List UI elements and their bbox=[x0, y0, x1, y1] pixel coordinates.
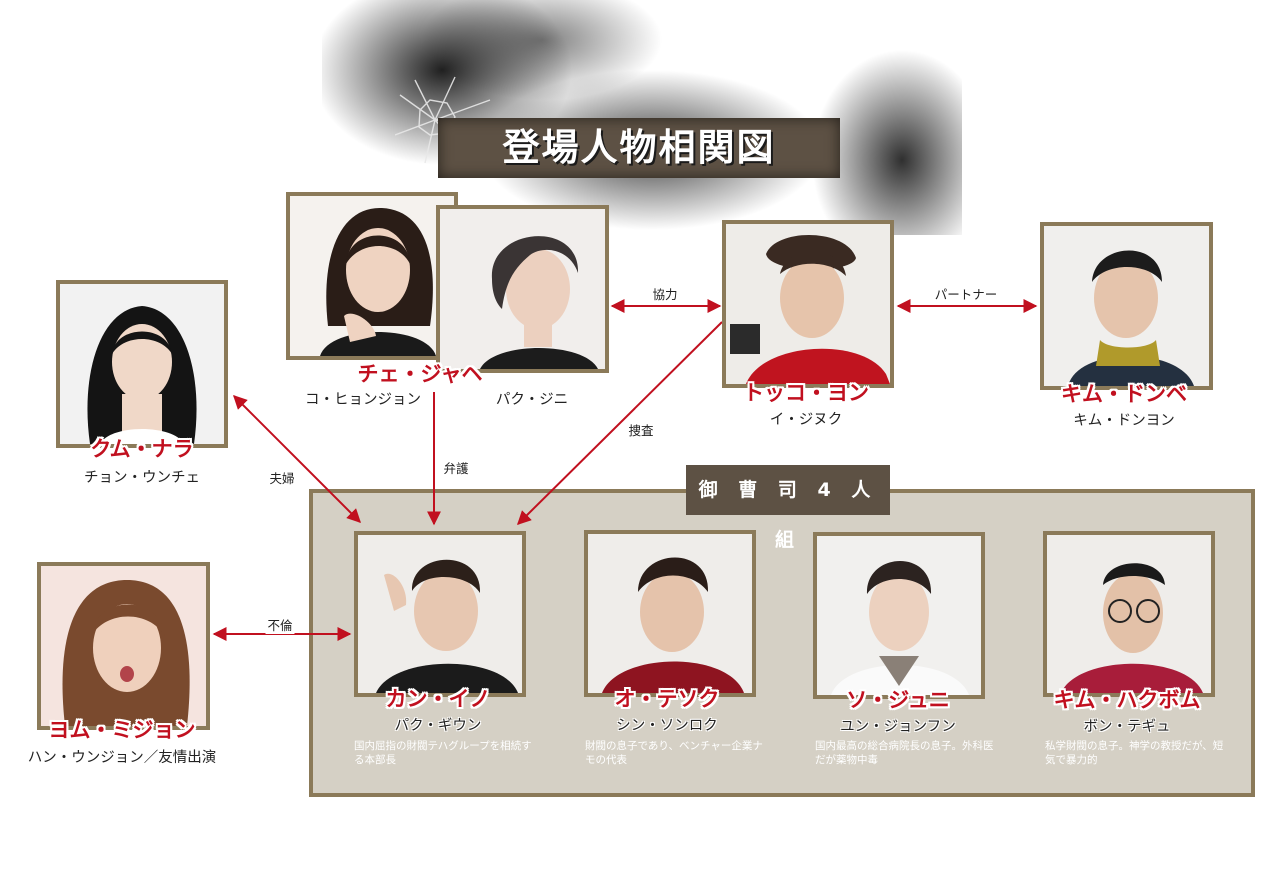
desc-so-juni: 国内最高の総合病院長の息子。外科医だが薬物中毒 bbox=[815, 740, 994, 766]
relation-label-kyoryoku: 協力 bbox=[650, 284, 680, 303]
portrait-kan-ino bbox=[354, 531, 526, 697]
actor-yom-mijon: ハン・ウンジョン／友情出演 bbox=[27, 750, 217, 766]
portrait-kim-hakbom bbox=[1043, 531, 1215, 697]
name-kim-donbe: キム・ドンベ bbox=[1061, 382, 1187, 406]
title-banner bbox=[438, 118, 840, 178]
group-label: 御 曹 司 4 人 組 bbox=[686, 465, 890, 551]
arrow-sosa bbox=[517, 321, 723, 525]
name-tokko-yong: トッコ・ヨン bbox=[743, 381, 869, 405]
actor-o-tesok: シン・ソンロク bbox=[616, 718, 718, 734]
actor-kum-nara: チョン・ウンチェ bbox=[84, 470, 200, 486]
portrait-choi-jahe-ko bbox=[286, 192, 458, 360]
desc-o-tesok: 財閥の息子であり、ベンチャー企業ナモの代表 bbox=[585, 740, 763, 766]
portrait-choi-jahe-park bbox=[436, 205, 609, 373]
page-title: 登場人物相関図 bbox=[502, 126, 776, 169]
portrait-o-tesok bbox=[584, 530, 756, 697]
actor-tokko-yong: イ・ジヌク bbox=[769, 412, 843, 428]
portrait-yom-mijon bbox=[37, 562, 210, 730]
actor-kan-ino: パク・ギウン bbox=[394, 718, 482, 734]
name-o-tesok: オ・テソク bbox=[614, 687, 720, 711]
portrait-tokko-yong bbox=[722, 220, 894, 388]
portrait-so-juni bbox=[813, 532, 985, 699]
name-kim-hakbom: キム・ハクボム bbox=[1053, 688, 1201, 712]
relation-label-partner: パートナー bbox=[932, 284, 1000, 303]
actor-kim-donbe: キム・ドンヨン bbox=[1073, 413, 1175, 429]
actor-choi-jahe-right: パク・ジニ bbox=[495, 392, 569, 408]
relation-label-fufu: 夫婦 bbox=[267, 468, 297, 487]
relation-label-bengo: 弁護 bbox=[441, 458, 471, 477]
actor-choi-jahe-left: コ・ヒョンジョン bbox=[305, 392, 421, 408]
arrow-fufu bbox=[233, 395, 361, 523]
relation-label-sosa: 捜査 bbox=[626, 420, 656, 439]
actor-kim-hakbom: ボン・テギュ bbox=[1083, 719, 1171, 735]
actor-so-juni: ユン・ジョンフン bbox=[840, 719, 956, 735]
name-yom-mijon: ヨム・ミジョン bbox=[48, 718, 196, 742]
name-so-juni: ソ・ジュニ bbox=[846, 688, 950, 712]
relation-label-furin: 不倫 bbox=[265, 615, 295, 634]
portrait-kum-nara bbox=[56, 280, 228, 448]
name-kum-nara: クム・ナラ bbox=[90, 437, 194, 461]
name-choi-jahe: チェ・ジャヘ bbox=[357, 362, 483, 386]
desc-kim-hakbom: 私学財閥の息子。神学の教授だが、短気で暴力的 bbox=[1045, 740, 1224, 766]
name-kan-ino: カン・イノ bbox=[385, 687, 491, 711]
portrait-kim-donbe bbox=[1040, 222, 1213, 390]
desc-kan-ino: 国内屈指の財閥テハグループを相続する本部長 bbox=[354, 740, 532, 766]
